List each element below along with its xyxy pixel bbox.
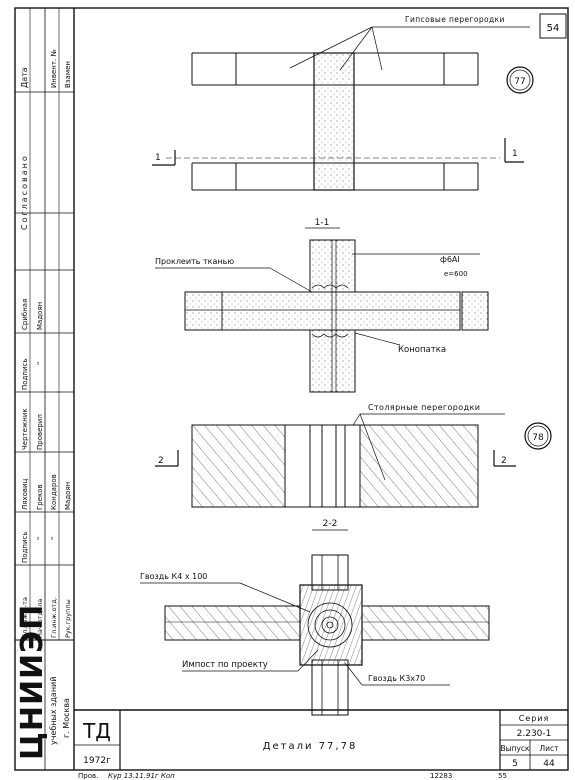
detail-77-plan	[166, 52, 500, 191]
leader-caulk	[354, 332, 401, 346]
stamp-agreed: Согласовано	[20, 154, 29, 230]
left-stamp: Дата Инвент. № Взамен Согласовано Срибна…	[14, 8, 74, 770]
leader-impost-b	[297, 649, 319, 672]
org-city: г. Москва	[62, 698, 71, 738]
series-label: Серия	[519, 714, 550, 723]
leader-nail-1b	[239, 582, 311, 613]
section-1-left-label: 1	[155, 153, 161, 163]
section-1-right-label: 1	[512, 149, 518, 159]
leader-glue-cloth-2	[269, 267, 313, 293]
leader-gypsum-1	[289, 26, 373, 69]
org-subtitle: учебных зданий	[49, 677, 58, 745]
label-nail-2: Гвоздь К3х70	[368, 674, 425, 683]
label-nail-1: Гвоздь К4 х 100	[140, 572, 207, 581]
label-impost: Импост по проекту	[182, 660, 268, 670]
detail-78-marker-inner	[527, 425, 549, 447]
title-year: 1972г	[83, 756, 111, 766]
section-1-1-drawing	[184, 239, 489, 393]
label-rebar-step: е=600	[444, 270, 468, 278]
stamp-name-3: Мадоян	[64, 482, 72, 510]
stamp-replaced: Взамен	[64, 61, 72, 88]
issue-value: 5	[512, 759, 518, 769]
section-1-right-mark: 1	[504, 138, 524, 163]
stamp-inventory: Инвент. №	[50, 49, 58, 88]
label-gypsum-partitions: Гипсовые перегородки	[405, 15, 505, 24]
section-2-right-label: 2	[501, 456, 507, 466]
stamp-date: Дата	[20, 67, 29, 88]
title-td: ТД	[82, 719, 111, 743]
stamp-ditto-2: "	[36, 537, 44, 540]
issue-label: Выпуск	[500, 744, 530, 753]
stamp-header-signature-1: Подпись	[21, 359, 29, 391]
sheet-label: Лист	[539, 744, 559, 753]
stamp-signer-1: Срибная	[21, 299, 29, 330]
series-value: 2.230-1	[517, 729, 552, 739]
title-block	[74, 709, 568, 770]
sheet-number: 54	[547, 23, 560, 34]
drawing-title: Детали 77,78	[263, 741, 358, 752]
section-2-2-drawing	[164, 554, 490, 716]
stamp-ditto-3: "	[50, 537, 58, 540]
detail-77-marker-inner	[509, 69, 531, 91]
label-rebar: ф6АI	[440, 255, 460, 264]
stamp-signer-2: Мадоян	[36, 302, 44, 330]
section-2-left-mark: 2	[155, 450, 179, 467]
org-name: ЦНИИЭП	[15, 604, 50, 760]
detail-78-marker	[524, 422, 552, 450]
label-joinery-partitions: Столярные перегородки	[368, 403, 480, 412]
section-1-left-mark: 1	[152, 150, 176, 166]
leader-gypsum-2	[339, 26, 373, 71]
sheet-frame	[14, 7, 569, 771]
section-2-left-label: 2	[158, 456, 164, 466]
stamp-role-3: Гл.инж.отд.	[50, 597, 58, 638]
footer-handwriting: Кур 13.11.91г Коп	[108, 772, 175, 780]
detail-78-plan	[191, 424, 479, 508]
stamp-name-2: Кондаров	[50, 474, 58, 510]
stamp-ditto-1: "	[36, 362, 44, 365]
sheet-number-box	[539, 13, 567, 39]
stamp-role-1: Гл.инж.н-та	[21, 597, 29, 638]
detail-77-number: 77	[514, 77, 525, 87]
footer-number-1: 12283	[430, 772, 452, 780]
stamp-role-2: Нач.отдела	[36, 599, 44, 638]
stamp-role-4: Рук.группы	[64, 599, 72, 638]
leader-nail-2b	[344, 662, 363, 686]
section-1-1-title: 1-1	[315, 218, 330, 228]
section-2-2-title: 2-2	[323, 519, 338, 529]
detail-77-marker	[506, 66, 534, 94]
stamp-checked: Проверил	[36, 414, 44, 450]
detail-78-number: 78	[532, 433, 544, 443]
sheet-value: 44	[543, 759, 555, 769]
stamp-name-1: Греков	[36, 484, 44, 510]
stamp-header-signature-2: Подпись	[21, 532, 29, 564]
label-glue-cloth: Проклеить тканью	[155, 257, 234, 266]
footer-checked: Пров.	[78, 772, 98, 780]
footer-number-2: 55	[498, 772, 507, 780]
stamp-header-lyakhovits: Ляховиц	[21, 478, 29, 510]
leader-gypsum-3	[371, 26, 383, 71]
label-caulk: Конопатка	[398, 345, 446, 355]
section-2-right-mark: 2	[493, 450, 516, 467]
stamp-header-draftsman: Чертежник	[21, 408, 29, 450]
